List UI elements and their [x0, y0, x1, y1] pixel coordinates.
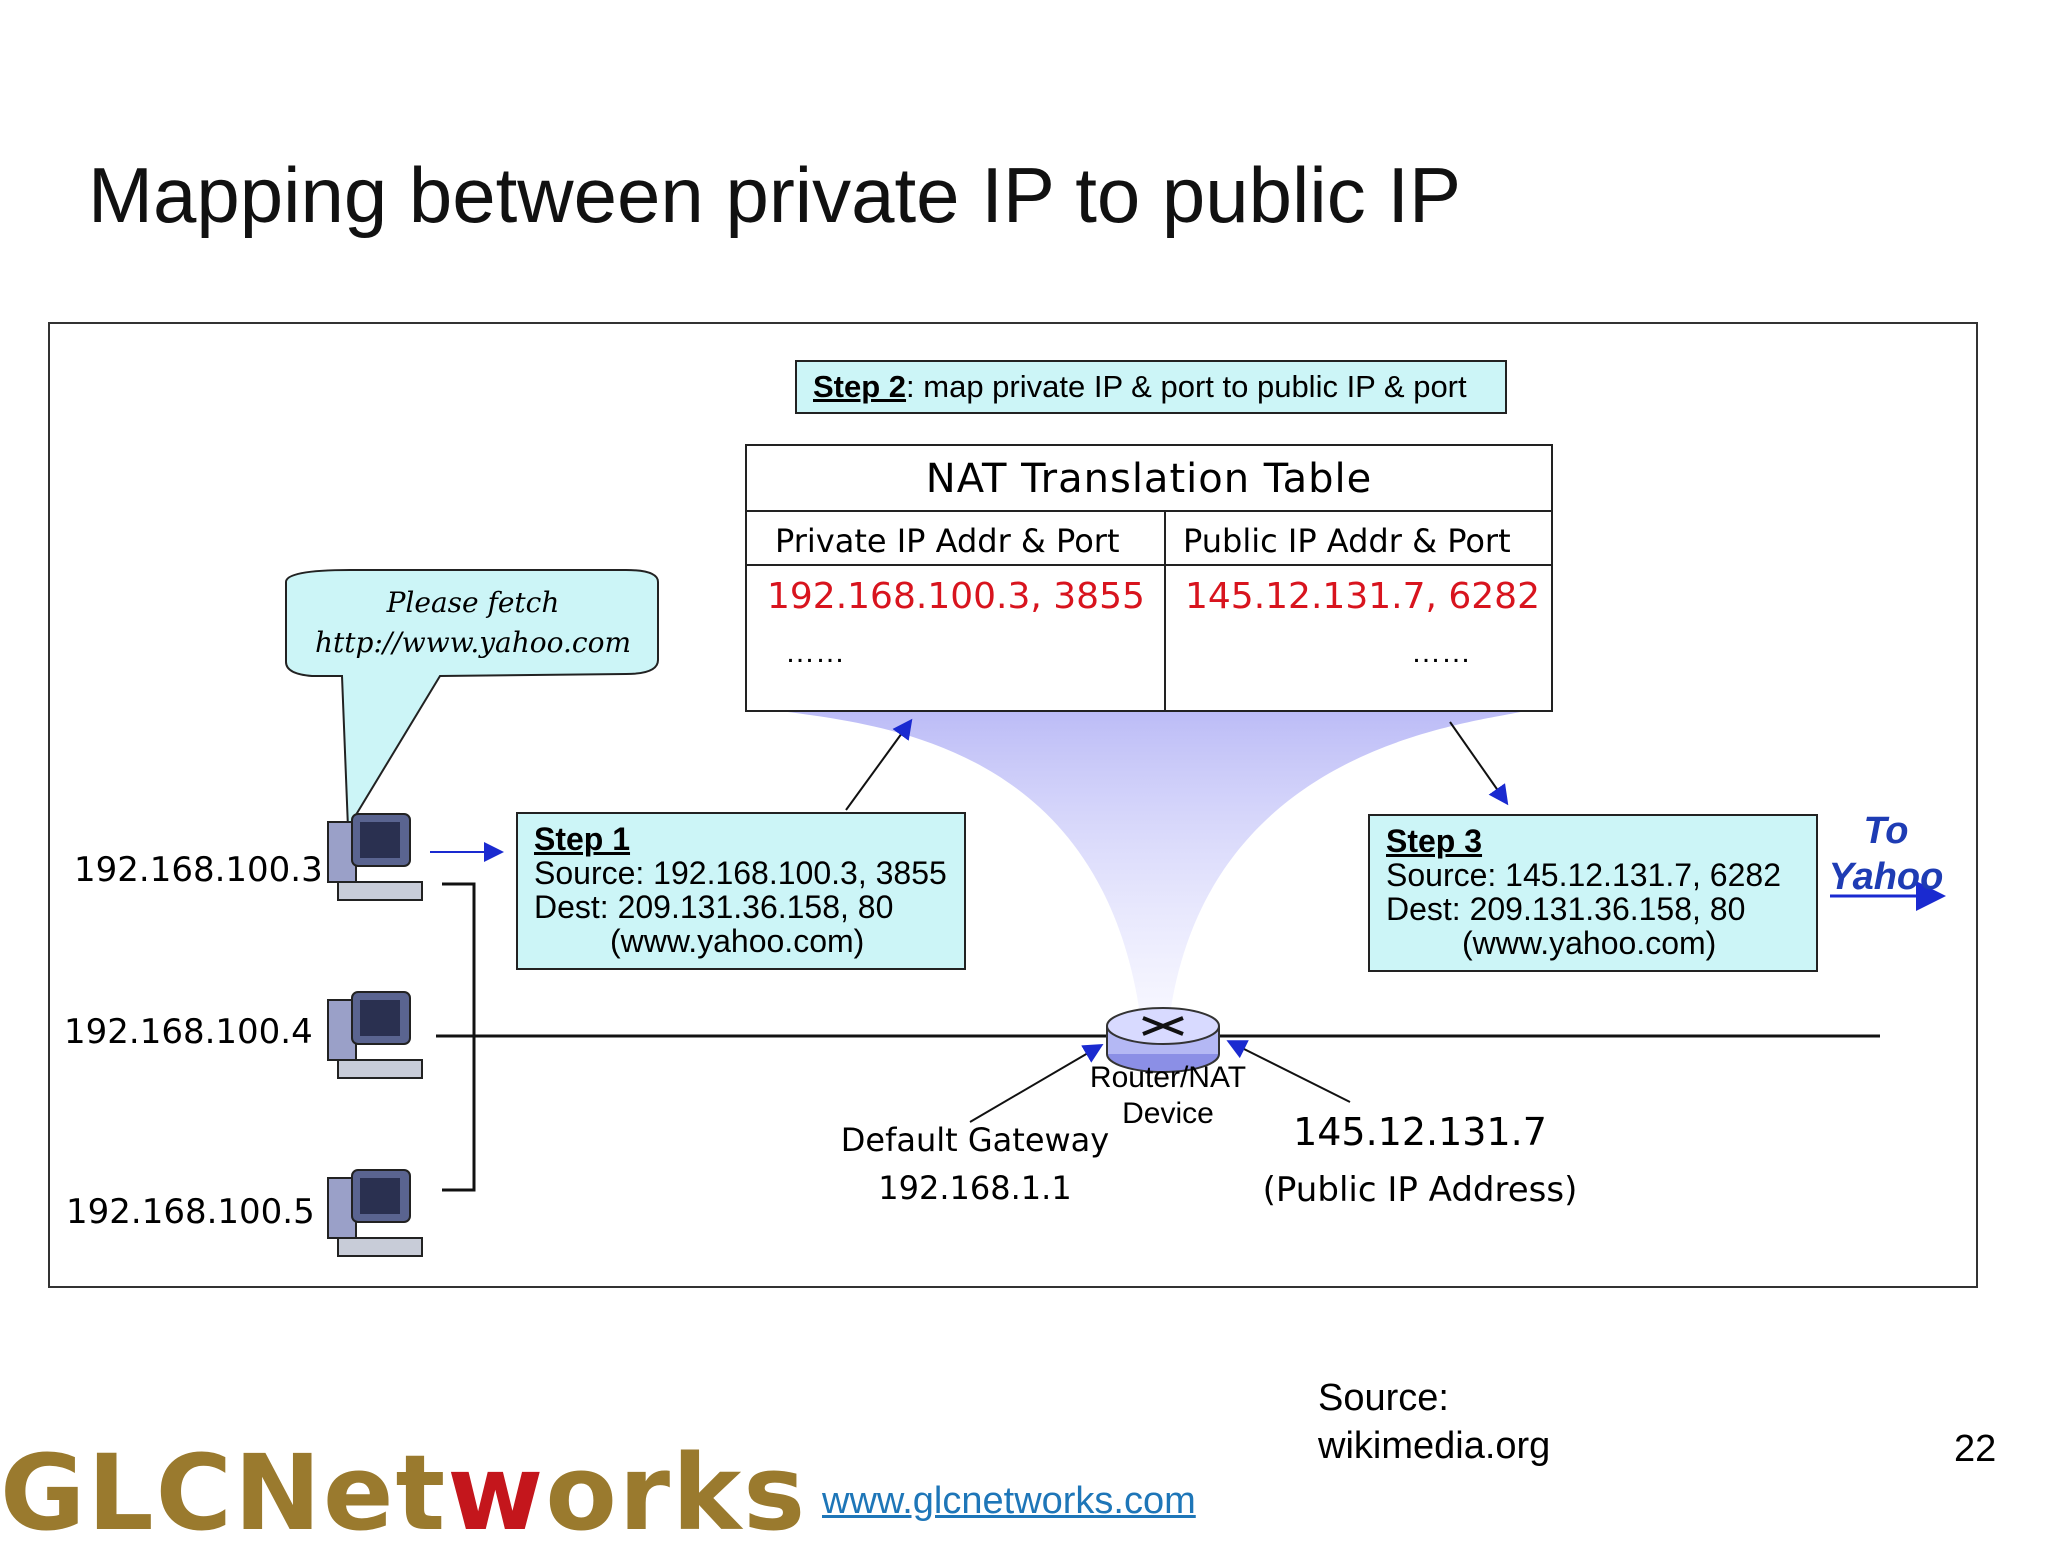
router-label: Router/NAT Device — [1078, 1060, 1258, 1132]
bubble-line2: http://www.yahoo.com — [315, 626, 631, 659]
slide-title: Mapping between private IP to public IP — [88, 151, 1462, 239]
nat-row-private: 192.168.100.3, 3855 — [767, 576, 1145, 617]
step3-dest: Dest: 209.131.36.158, 80 — [1386, 891, 1746, 927]
step2-label: Step 2 — [813, 369, 907, 404]
gateway-line2: 192.168.1.1 — [878, 1169, 1072, 1207]
source-note: Source: wikimedia.org — [1318, 1374, 1550, 1470]
router-line2: Device — [1122, 1097, 1214, 1130]
to-yahoo-line2: Yahoo — [1828, 856, 1944, 898]
logo-text-a: GLCNet — [0, 1432, 448, 1554]
step1-label: Step 1 — [534, 821, 631, 857]
bubble-line1: Please fetch — [386, 586, 560, 619]
logo-text-b: w — [447, 1432, 546, 1554]
arrow-table-to-step3 — [1449, 721, 1509, 806]
gateway-label: Default Gateway 192.168.1.1 — [830, 1116, 1120, 1212]
to-yahoo-label: To Yahoo — [1826, 808, 1946, 900]
footer-website-link[interactable]: www.glcnetworks.com — [822, 1480, 1196, 1522]
step2-text: : map private IP & port to public IP & p… — [906, 369, 1467, 404]
step1-box: Step 1 Source: 192.168.100.3, 3855 Dest:… — [516, 812, 966, 970]
source-label: Source: — [1318, 1377, 1449, 1419]
diagram-graphics — [285, 569, 1946, 1257]
translation-funnel — [772, 710, 1530, 1014]
source-value: wikimedia.org — [1318, 1425, 1551, 1467]
nat-ellipsis-right: …… — [1411, 636, 1471, 669]
step1-host: (www.yahoo.com) — [610, 923, 865, 959]
step3-box: Step 3 Source: 145.12.131.7, 6282 Dest: … — [1368, 814, 1818, 972]
logo-text-c: orks — [545, 1432, 808, 1554]
computer-icon — [327, 1169, 423, 1257]
computer-icon — [327, 991, 423, 1079]
step1-dest: Dest: 209.131.36.158, 80 — [534, 889, 894, 925]
nat-table-divider — [747, 564, 1551, 566]
nat-table-divider — [747, 510, 1551, 512]
host-ip-label: 192.168.100.5 — [66, 1192, 315, 1232]
arrow-gateway-to-router — [969, 1043, 1104, 1123]
computer-icon — [327, 813, 423, 901]
host-ip-label: 192.168.100.4 — [64, 1012, 313, 1052]
nat-translation-table: NAT Translation Table Private IP Addr & … — [745, 444, 1553, 712]
public-ip-line2: (Public IP Address) — [1262, 1170, 1578, 1210]
glcnetworks-logo: GLCNetworks — [0, 1432, 807, 1554]
host-connector — [442, 882, 476, 1192]
to-yahoo-line1: To — [1863, 810, 1909, 852]
public-ip-line1: 145.12.131.7 — [1293, 1110, 1547, 1154]
step3-label: Step 3 — [1386, 823, 1483, 859]
host-ip-label: 192.168.100.3 — [74, 850, 323, 890]
nat-table-title: NAT Translation Table — [925, 456, 1373, 502]
arrow-public-to-router — [1226, 1040, 1351, 1103]
router-icon — [1106, 1007, 1220, 1073]
nat-ellipsis-left: …… — [785, 636, 845, 669]
step3-host: (www.yahoo.com) — [1462, 925, 1717, 961]
nat-col-private: Private IP Addr & Port — [775, 522, 1120, 560]
step3-source: Source: 145.12.131.7, 6282 — [1386, 857, 1781, 893]
step1-source: Source: 192.168.100.3, 3855 — [534, 855, 947, 891]
arrow-step1-to-table — [845, 718, 913, 811]
gateway-line1: Default Gateway — [840, 1121, 1110, 1159]
nat-diagram: Step 2: map private IP & port to public … — [48, 322, 1978, 1288]
nat-col-public: Public IP Addr & Port — [1183, 522, 1511, 560]
nat-row-public: 145.12.131.7, 6282 — [1185, 576, 1540, 617]
public-ip-label: 145.12.131.7 (Public IP Address) — [1250, 1104, 1590, 1218]
speech-bubble — [285, 569, 659, 832]
router-line1: Router/NAT — [1089, 1061, 1247, 1094]
page-number: 22 — [1954, 1428, 1997, 1470]
step2-box: Step 2: map private IP & port to public … — [795, 360, 1507, 414]
nat-table-column-divider — [1164, 512, 1166, 712]
